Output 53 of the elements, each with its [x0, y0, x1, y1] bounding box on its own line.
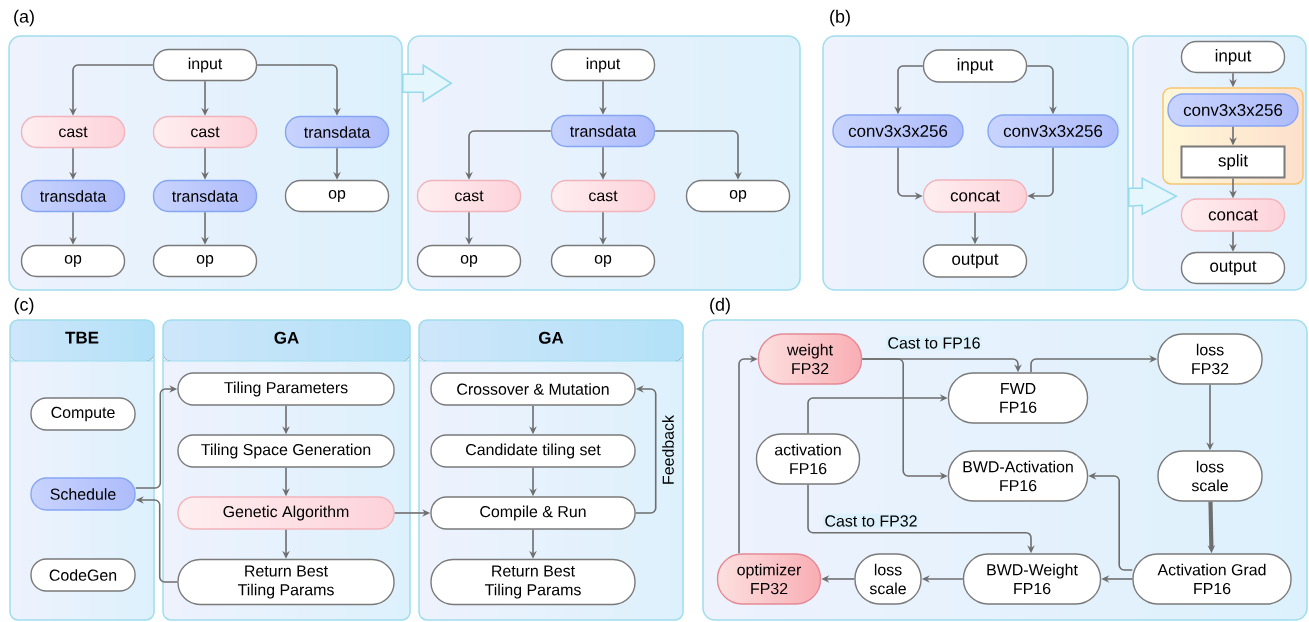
process-box: op	[550, 244, 656, 278]
process-box: Compile & Run	[430, 496, 636, 530]
process-box: concat	[1180, 198, 1286, 232]
process-box: Tiling Parameters	[177, 372, 395, 406]
process-box: cast	[20, 115, 126, 149]
process-box: input	[550, 48, 656, 82]
process-box: Candidate tiling set	[430, 434, 636, 468]
process-box: activation FP16	[755, 433, 861, 485]
process-box: op	[416, 244, 522, 278]
process-box: Activation Grad FP16	[1132, 553, 1292, 605]
process-box: conv3x3x256	[1167, 93, 1299, 127]
process-box: optimizer FP32	[716, 553, 822, 605]
block-arrow	[401, 63, 453, 103]
process-box: weight FP32	[757, 333, 863, 385]
process-box: input	[152, 48, 258, 82]
process-box: transdata	[284, 115, 390, 149]
panel-label: (a)	[14, 9, 34, 27]
panel-label: (d)	[710, 297, 730, 315]
process-box: output	[922, 244, 1028, 278]
process-box: Return Best Tiling Params	[177, 558, 395, 606]
process-box: concat	[922, 179, 1028, 213]
process-box: cast	[152, 115, 258, 149]
panel-label: (c)	[14, 297, 34, 315]
panel-label: (b)	[830, 9, 850, 27]
process-box: op	[685, 179, 791, 213]
process-box: loss scale	[1157, 450, 1263, 502]
process-box: BWD-Weight FP16	[962, 553, 1102, 605]
process-box: output	[1180, 251, 1286, 285]
process-box: input	[1180, 40, 1286, 74]
process-box: op	[20, 244, 126, 278]
process-box: conv3x3x256	[987, 114, 1119, 148]
process-box: loss scale	[854, 553, 922, 605]
process-box: cast	[416, 179, 522, 213]
process-box: Compute	[30, 397, 136, 431]
process-box: split	[1180, 145, 1286, 179]
process-box: Tiling Space Generation	[177, 434, 395, 468]
process-box: Return Best Tiling Params	[430, 558, 636, 606]
process-box: BWD-Activation FP16	[947, 450, 1089, 502]
process-box: conv3x3x256	[832, 114, 964, 148]
process-box: transdata	[550, 114, 656, 148]
process-box: op	[152, 244, 258, 278]
block-arrow	[1127, 176, 1178, 216]
process-box: FWD FP16	[947, 372, 1089, 424]
process-box: op	[284, 179, 390, 213]
process-box: transdata	[152, 179, 258, 213]
process-box: cast	[550, 179, 656, 213]
process-box: loss FP32	[1157, 333, 1263, 385]
process-box: CodeGen	[30, 558, 136, 592]
process-box: Genetic Algorithm	[177, 496, 395, 530]
process-box: transdata	[20, 179, 126, 213]
process-box: Crossover & Mutation	[430, 372, 636, 406]
process-box: Schedule	[30, 477, 136, 511]
process-box: input	[922, 49, 1028, 83]
